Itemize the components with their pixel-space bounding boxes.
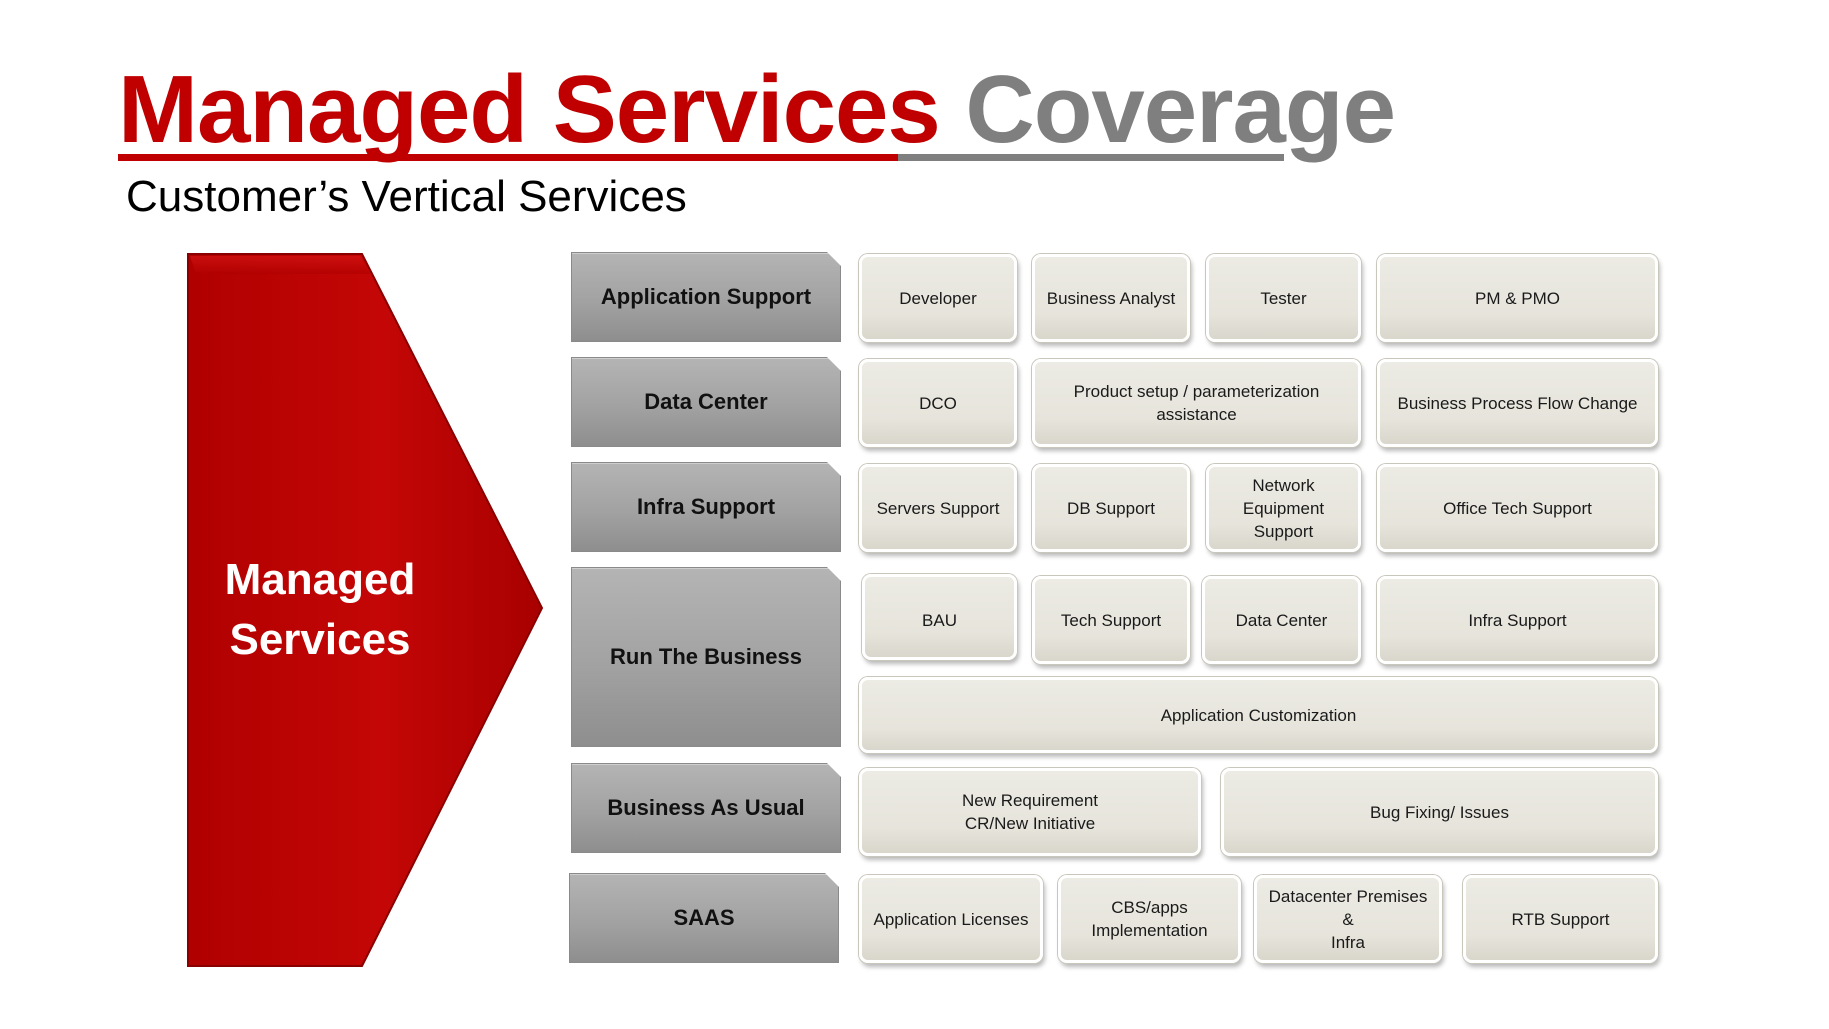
category-data-center: Data Center [571,357,841,447]
tile-office-tech-support: Office Tech Support [1377,464,1658,552]
tile-data-center: Data Center [1202,576,1361,664]
tile-business-analyst: Business Analyst [1032,254,1190,342]
tile-product-setup-line2: assistance [1156,405,1237,424]
tile-infra-support: Infra Support [1377,576,1658,664]
tile-bau: BAU [862,574,1017,660]
tile-cbs-line1: CBS/apps [1111,898,1188,917]
tile-pm-pmo: PM & PMO [1377,254,1658,342]
chevron-label-line2: Services [229,615,411,664]
tile-db-support: DB Support [1032,464,1190,552]
tile-datacenter-line2: Infra [1330,932,1366,952]
tile-network-equipment-support: Network Equipment Support [1206,464,1361,552]
subtitle: Customer’s Vertical Services [126,172,687,221]
chevron-label: Managed Services [186,550,454,670]
title-underline-gray [898,154,1284,161]
tile-datacenter-line1: Datacenter Premises & [1268,886,1428,929]
title-underline-red [118,154,898,161]
title-part-coverage: Coverage [965,56,1396,163]
tile-product-setup-line1: Product setup / parameterization [1073,382,1320,401]
chevron-label-line1: Managed [224,555,416,604]
tile-developer: Developer [859,254,1017,342]
tile-application-customization: Application Customization [859,677,1658,753]
category-business-as-usual: Business As Usual [571,763,841,853]
tile-tester: Tester [1206,254,1361,342]
tile-tech-support: Tech Support [1032,576,1190,664]
tile-product-setup: Product setup / parameterization assista… [1032,359,1361,447]
category-infra-support: Infra Support [571,462,841,552]
title-part-managed-services: Managed Services [118,56,941,163]
page-title: Managed Services Coverage [118,60,1396,160]
tile-datacenter-premises-infra: Datacenter Premises & Infra [1254,875,1442,963]
managed-services-chevron [187,253,544,967]
tile-new-requirement-line2: CR/New Initiative [964,814,1096,833]
tile-servers-support: Servers Support [859,464,1017,552]
tile-network-line2: Equipment [1242,498,1325,518]
tile-dco: DCO [859,359,1017,447]
tile-network-line1: Network [1252,475,1315,495]
tile-network-line3: Support [1253,521,1314,541]
tile-business-process-flow-change: Business Process Flow Change [1377,359,1658,447]
category-application-support: Application Support [571,252,841,342]
tile-rtb-support: RTB Support [1463,875,1658,963]
tile-application-licenses: Application Licenses [859,875,1043,963]
tile-cbs-apps-implementation: CBS/apps Implementation [1058,875,1241,963]
tile-new-requirement-line1: New Requirement [961,791,1099,810]
category-saas: SAAS [569,873,839,963]
tile-cbs-line2: Implementation [1091,921,1208,940]
tile-new-requirement: New Requirement CR/New Initiative [859,768,1201,856]
category-run-the-business: Run The Business [571,567,841,747]
tile-bug-fixing: Bug Fixing/ Issues [1221,768,1658,856]
